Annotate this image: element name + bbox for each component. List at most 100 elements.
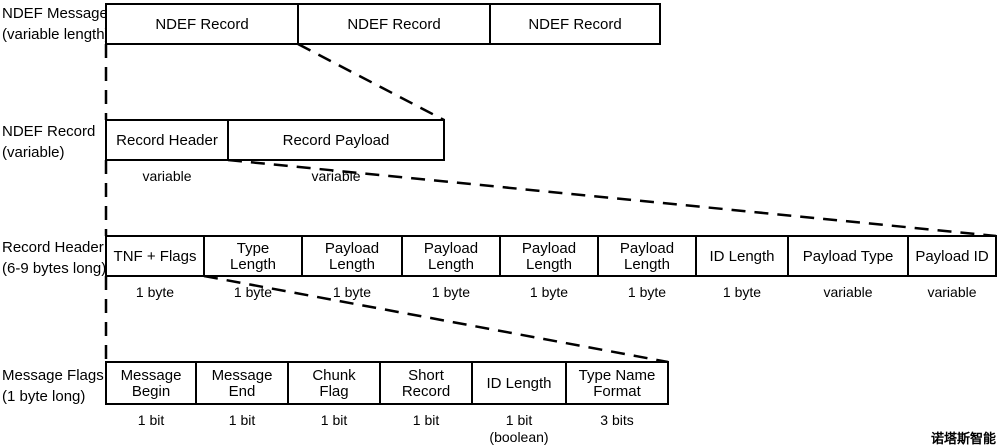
row-label-detail: (variable length) — [2, 26, 110, 43]
field-box — [203, 235, 303, 277]
field-name: Chunk — [312, 367, 356, 384]
field-box — [105, 3, 299, 45]
row-label: NDEF Record — [2, 123, 95, 140]
row-label-detail: (1 byte long) — [2, 388, 85, 405]
field-box — [907, 235, 997, 277]
row-label: NDEF Message — [2, 5, 108, 22]
field-size: 1 bit — [506, 412, 533, 428]
row-label: Message Flags — [2, 367, 104, 384]
field-cell: NDEF Record — [105, 3, 299, 45]
expansion-connectors — [104, 42, 997, 364]
field-name: Payload ID — [915, 248, 989, 265]
field-name: Flag — [319, 383, 348, 400]
field-name: NDEF Record — [528, 16, 621, 33]
field-box — [105, 235, 205, 277]
field-name: Record — [402, 383, 450, 400]
field-name: Message — [212, 367, 273, 384]
field-size: variable — [823, 284, 872, 300]
connector-diagonal-1 — [297, 42, 445, 122]
field-box — [489, 3, 661, 45]
field-size: 1 byte — [136, 284, 174, 300]
field-name: NDEF Record — [155, 16, 248, 33]
field-name: Length — [624, 256, 670, 273]
field-cell: Payload ID variable — [907, 235, 997, 300]
field-name: End — [229, 383, 256, 400]
field-size: variable — [311, 168, 360, 184]
field-name: ID Length — [709, 248, 774, 265]
field-name: TNF + Flags — [114, 248, 197, 265]
field-name: Message — [121, 367, 182, 384]
field-cell: Payload Type variable — [787, 235, 909, 300]
diagram-row: Message Flags(1 byte long)MessageBegin1 … — [2, 361, 669, 445]
field-name: NDEF Record — [347, 16, 440, 33]
field-size: variable — [927, 284, 976, 300]
diagram-row: Record Header(6-9 bytes long)TNF + Flags… — [2, 235, 997, 300]
field-size: 1 byte — [432, 284, 470, 300]
field-box — [195, 361, 289, 405]
field-box — [105, 119, 229, 161]
field-name: Format — [593, 383, 641, 400]
field-size: (boolean) — [489, 429, 548, 445]
field-cell: NDEF Record — [489, 3, 661, 45]
field-cell: NDEF Record — [297, 3, 491, 45]
field-size: 1 bit — [229, 412, 256, 428]
field-name: Type — [237, 240, 270, 257]
field-name: Length — [230, 256, 276, 273]
field-cell: Record Payload variable — [227, 119, 445, 184]
field-box — [565, 361, 669, 405]
field-size: variable — [142, 168, 191, 184]
row-label-detail: (6-9 bytes long) — [2, 260, 106, 277]
field-name: Length — [329, 256, 375, 273]
field-name: Record Header — [116, 132, 218, 149]
field-size: 1 byte — [723, 284, 761, 300]
field-name: Payload Type — [803, 248, 894, 265]
field-name: Type Name — [579, 367, 656, 384]
field-size: 1 byte — [333, 284, 371, 300]
field-cell: ID Length 1 byte — [695, 235, 789, 300]
diagram-row: NDEF Record (variable) Record Header variab… — [2, 119, 445, 184]
field-name: ID Length — [486, 375, 551, 392]
field-box — [499, 235, 599, 277]
field-size: 1 byte — [530, 284, 568, 300]
field-size: 1 bit — [413, 412, 440, 428]
field-name: Record Payload — [283, 132, 390, 149]
field-box — [301, 235, 403, 277]
field-size: 1 bit — [321, 412, 348, 428]
field-size: 1 byte — [234, 284, 272, 300]
row-label: Record Header — [2, 239, 104, 256]
field-box — [105, 361, 197, 405]
field-name: Length — [526, 256, 572, 273]
field-cell: ID Length 1 bit(boolean) — [471, 361, 567, 445]
field-name: Begin — [132, 383, 170, 400]
diagram-rows: NDEF Message (variable length) NDEF Record… — [2, 3, 997, 445]
field-box — [787, 235, 909, 277]
field-cell: TNF + Flags 1 byte — [105, 235, 205, 300]
field-box — [471, 361, 567, 405]
field-name: Length — [428, 256, 474, 273]
field-name: Payload — [620, 240, 674, 257]
field-name: Payload — [424, 240, 478, 257]
watermark: 诺塔斯智能 — [931, 431, 996, 446]
connector-diagonal-2 — [227, 158, 997, 238]
field-box — [597, 235, 697, 277]
field-name: Payload — [522, 240, 576, 257]
connector-diagonal-3 — [203, 274, 669, 364]
field-size: 1 bit — [138, 412, 165, 428]
field-cell: Record Header variable — [105, 119, 229, 184]
field-box — [227, 119, 445, 161]
field-box — [287, 361, 381, 405]
field-box — [379, 361, 473, 405]
row-label-detail: (variable) — [2, 144, 65, 161]
field-name: Payload — [325, 240, 379, 257]
field-size: 3 bits — [600, 412, 633, 428]
